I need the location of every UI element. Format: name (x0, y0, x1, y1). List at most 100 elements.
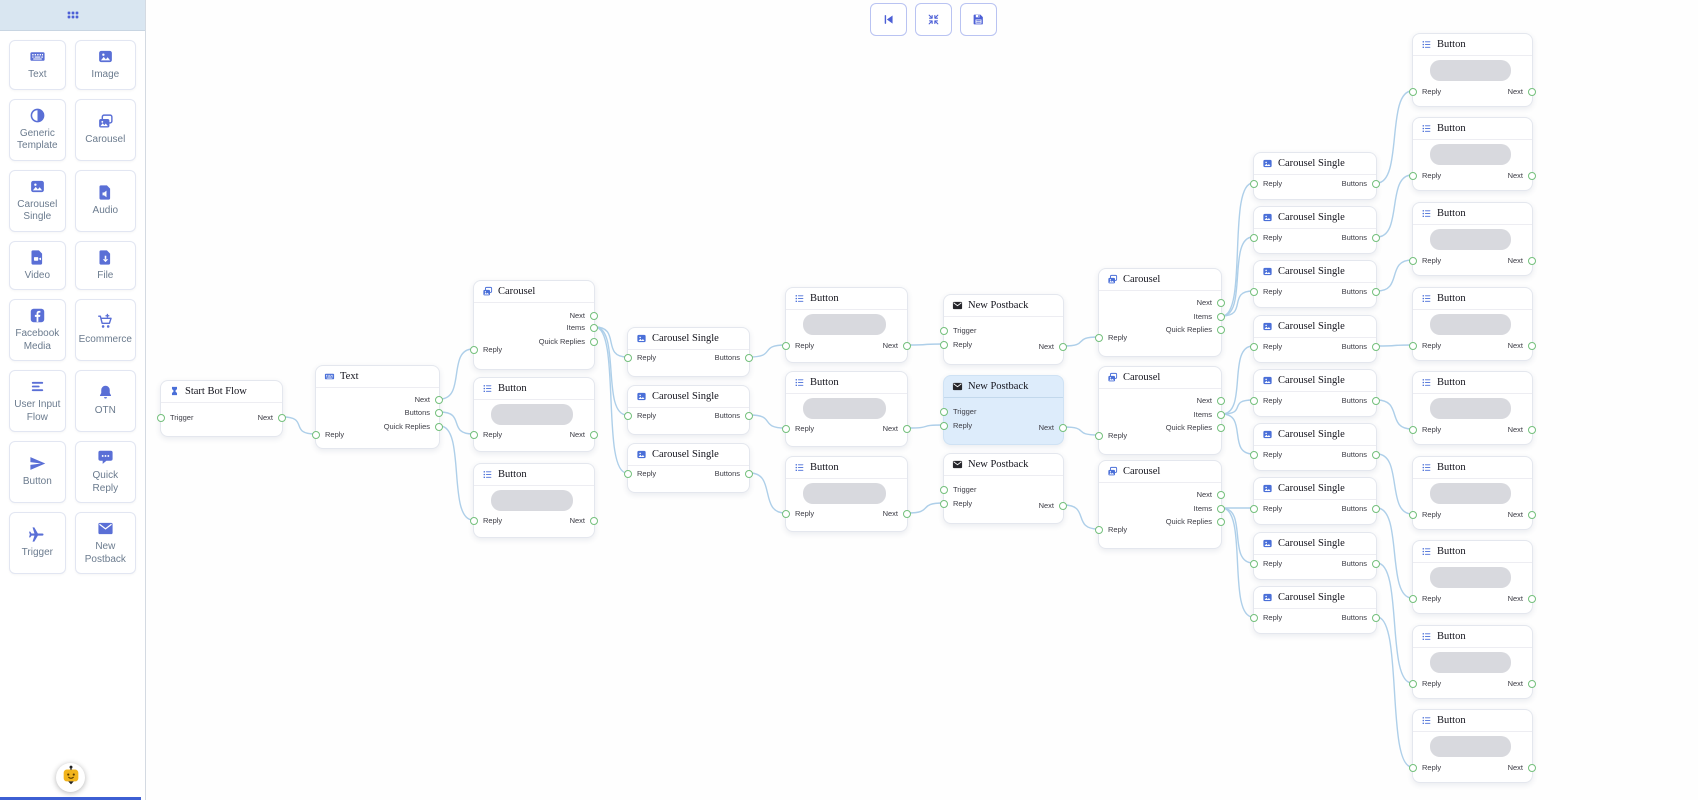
port-next[interactable] (1217, 491, 1225, 499)
port-next[interactable] (1059, 424, 1067, 432)
port-buttons[interactable] (745, 412, 753, 420)
save-button[interactable] (960, 3, 997, 36)
port-next[interactable] (1528, 88, 1536, 96)
port-next[interactable] (1217, 299, 1225, 307)
port-next[interactable] (1528, 595, 1536, 603)
port-trigger[interactable] (940, 486, 948, 494)
port-reply[interactable] (1409, 426, 1417, 434)
port-buttons[interactable] (1372, 234, 1380, 242)
port-quick-replies[interactable] (435, 423, 443, 431)
port-reply[interactable] (1409, 680, 1417, 688)
port-reply[interactable] (1250, 560, 1258, 568)
port-reply[interactable] (1250, 234, 1258, 242)
port-quick-replies[interactable] (1217, 424, 1225, 432)
port-reply[interactable] (624, 470, 632, 478)
port-reply[interactable] (940, 341, 948, 349)
port-reply[interactable] (940, 422, 948, 430)
port-trigger[interactable] (940, 408, 948, 416)
port-items[interactable] (1217, 411, 1225, 419)
port-next[interactable] (1528, 257, 1536, 265)
port-quick-replies[interactable] (590, 338, 598, 346)
port-next[interactable] (278, 414, 286, 422)
port-next[interactable] (1528, 511, 1536, 519)
port-reply[interactable] (1409, 88, 1417, 96)
palette-item-audio[interactable]: Audio (74, 169, 136, 232)
port-buttons[interactable] (1372, 180, 1380, 188)
palette-item-file[interactable]: File (74, 240, 136, 290)
port-reply[interactable] (1250, 288, 1258, 296)
port-next[interactable] (435, 396, 443, 404)
port-buttons[interactable] (1372, 288, 1380, 296)
port-reply[interactable] (1250, 451, 1258, 459)
port-reply[interactable] (1409, 342, 1417, 350)
port-reply[interactable] (1409, 595, 1417, 603)
grid-menu-icon[interactable] (65, 7, 81, 23)
port-items[interactable] (1217, 313, 1225, 321)
port-reply[interactable] (624, 412, 632, 420)
port-next[interactable] (1528, 426, 1536, 434)
palette-item-user-input-flow[interactable]: User Input Flow (9, 370, 66, 432)
palette-item-carousel[interactable]: Carousel (74, 98, 136, 161)
port-reply[interactable] (470, 431, 478, 439)
port-reply[interactable] (782, 342, 790, 350)
palette-item-quick-reply[interactable]: Quick Reply (74, 441, 136, 503)
port-buttons[interactable] (1372, 614, 1380, 622)
port-next[interactable] (1528, 342, 1536, 350)
port-quick-replies[interactable] (1217, 326, 1225, 334)
port-reply[interactable] (1409, 511, 1417, 519)
port-next[interactable] (1528, 172, 1536, 180)
port-reply[interactable] (312, 431, 320, 439)
port-reply[interactable] (470, 517, 478, 525)
port-buttons[interactable] (1372, 343, 1380, 351)
port-next[interactable] (1217, 397, 1225, 405)
port-buttons[interactable] (435, 409, 443, 417)
palette-item-trigger[interactable]: Trigger (9, 512, 66, 574)
port-reply[interactable] (1095, 526, 1103, 534)
fit-view-button[interactable] (915, 3, 952, 36)
port-items[interactable] (590, 324, 598, 332)
palette-item-ecommerce[interactable]: Ecommerce (74, 299, 136, 361)
palette-item-generic-template[interactable]: Generic Template (9, 98, 66, 161)
port-reply[interactable] (782, 425, 790, 433)
port-buttons[interactable] (1372, 560, 1380, 568)
palette-item-facebook-media[interactable]: Facebook Media (9, 299, 66, 361)
port-next[interactable] (903, 425, 911, 433)
port-buttons[interactable] (745, 470, 753, 478)
port-reply[interactable] (782, 510, 790, 518)
palette-item-carousel-single[interactable]: Carousel Single (9, 169, 66, 232)
port-buttons[interactable] (1372, 451, 1380, 459)
port-next[interactable] (1528, 764, 1536, 772)
port-reply[interactable] (1409, 257, 1417, 265)
port-reply[interactable] (624, 354, 632, 362)
port-buttons[interactable] (1372, 505, 1380, 513)
port-reply[interactable] (1409, 764, 1417, 772)
palette-item-text[interactable]: Text (9, 40, 66, 90)
port-next[interactable] (1528, 680, 1536, 688)
palette-item-otn[interactable]: OTN (74, 370, 136, 432)
